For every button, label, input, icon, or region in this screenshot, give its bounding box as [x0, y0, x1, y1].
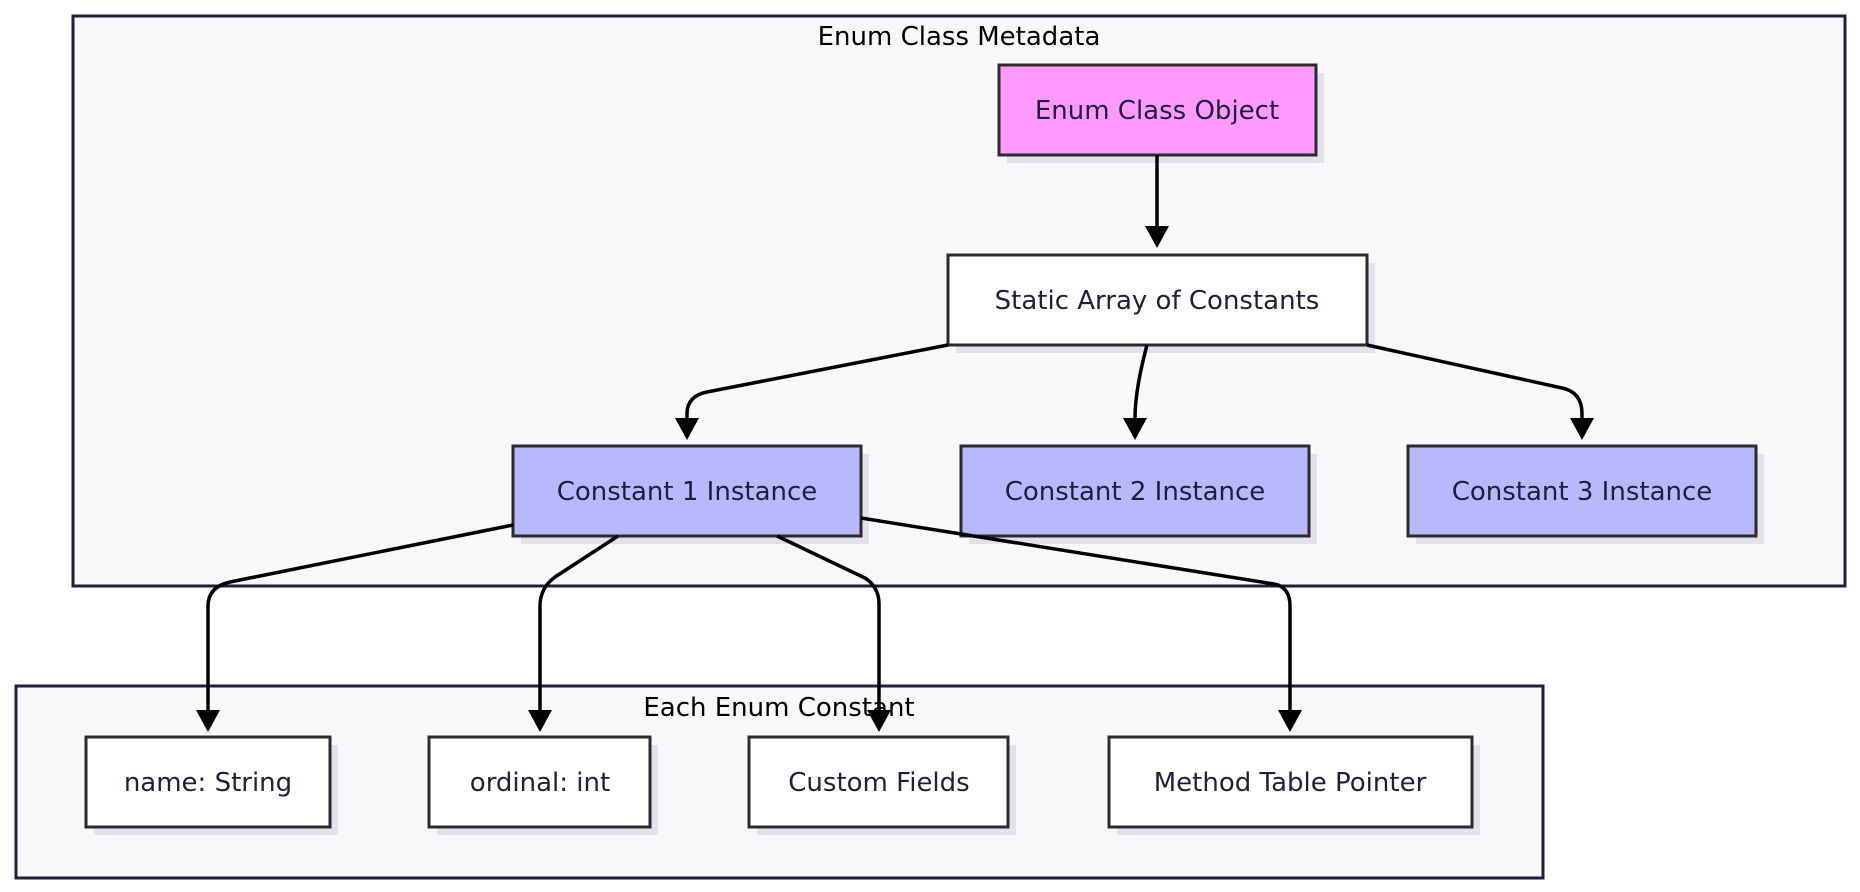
edge-static-array-to-constant-3: [1366, 343, 1584, 418]
node-box: [747, 735, 1010, 829]
node-box: [959, 444, 1311, 538]
node-enum-class-object[interactable]: Enum Class Object: [997, 63, 1324, 163]
node-method-table-pointer[interactable]: Method Table Pointer: [1107, 735, 1480, 835]
edges: [196, 155, 1594, 732]
arrowhead: [675, 418, 699, 440]
node-custom-fields[interactable]: Custom Fields: [747, 735, 1016, 835]
arrowhead: [867, 710, 891, 732]
node-static-array[interactable]: Static Array of Constants: [946, 253, 1375, 353]
node-constant-3[interactable]: Constant 3 Instance: [1406, 444, 1764, 544]
arrowhead: [1278, 710, 1302, 732]
arrowhead: [1123, 418, 1147, 440]
edge-constant-1-to-custom-fields: [776, 534, 881, 710]
node-label: Constant 1 Instance: [557, 477, 818, 507]
arrowhead: [1145, 226, 1169, 248]
node-ordinal-field[interactable]: ordinal: int: [427, 735, 658, 835]
node-constant-1[interactable]: Constant 1 Instance: [511, 444, 869, 544]
cluster-metadata-title: Enum Class Metadata: [818, 22, 1101, 52]
node-label: Constant 3 Instance: [1452, 477, 1713, 507]
edge-static-array-to-constant-1: [685, 343, 949, 418]
arrowhead: [196, 710, 220, 732]
arrowhead: [1570, 418, 1594, 440]
node-box: [511, 444, 863, 538]
edge-static-array-to-constant-2: [1133, 344, 1149, 419]
node-label: Custom Fields: [788, 768, 969, 798]
arrowhead: [528, 710, 552, 732]
node-label: name: String: [124, 768, 292, 798]
edge-constant-1-to-ordinal: [538, 534, 619, 710]
edge-constant-1-to-name: [206, 523, 514, 710]
node-box: [84, 735, 332, 829]
node-label: Enum Class Object: [1035, 96, 1279, 126]
node-box: [1406, 444, 1758, 538]
node-label: Method Table Pointer: [1154, 768, 1427, 798]
node-box: [427, 735, 652, 829]
edge-constant-1-to-method-table: [860, 516, 1292, 710]
node-constant-2[interactable]: Constant 2 Instance: [959, 444, 1317, 544]
node-label: Constant 2 Instance: [1005, 477, 1266, 507]
cluster-constant-title: Each Enum Constant: [643, 693, 914, 723]
node-label: Static Array of Constants: [995, 286, 1320, 316]
node-box: [1107, 735, 1474, 829]
node-label: ordinal: int: [470, 768, 610, 798]
node-box: [946, 253, 1369, 347]
node-name-field[interactable]: name: String: [84, 735, 338, 835]
